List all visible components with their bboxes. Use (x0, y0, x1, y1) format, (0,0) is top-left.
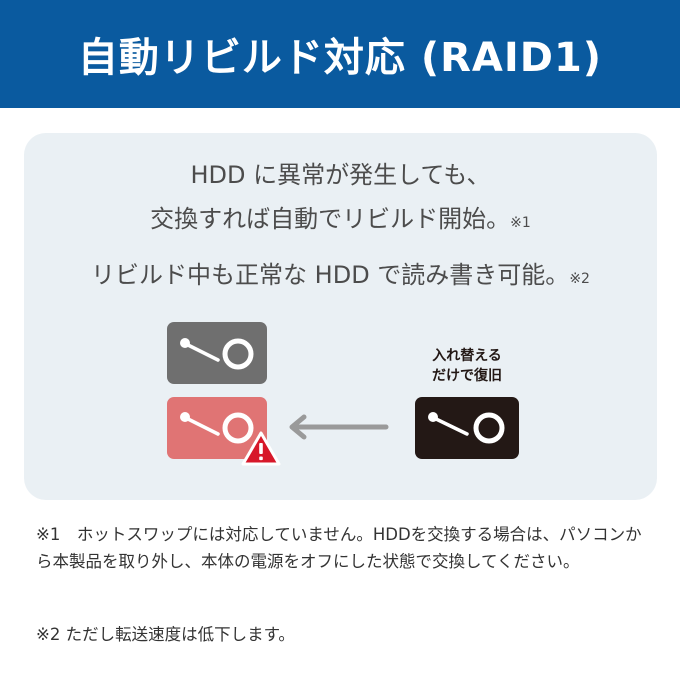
replace-caption: 入れ替える だけで復旧 (404, 346, 530, 386)
caption-line-2: だけで復旧 (432, 368, 502, 384)
page-title: 自動リビルド対応 (RAID1) (77, 35, 603, 81)
panel-line-2-text: 交換すれば自動でリビルド開始。 (150, 205, 511, 233)
info-panel: HDD に異常が発生しても、 交換すれば自動でリビルド開始。※1 リビルド中も正… (24, 133, 657, 500)
warning-icon (241, 431, 281, 466)
header-bar: 自動リビルド対応 (RAID1) (0, 0, 680, 108)
panel-line-2: 交換すれば自動でリビルド開始。※1 (24, 199, 657, 234)
panel-line-3: リビルド中も正常な HDD で読み書き可能。※2 (24, 255, 657, 290)
panel-line-3-text: リビルド中も正常な HDD で読み書き可能。 (91, 261, 570, 289)
note-mark-1: ※1 (510, 215, 531, 231)
hdd-icon (167, 322, 267, 384)
caption-line-1: 入れ替える (432, 348, 502, 364)
footnote-2: ※2 ただし転送速度は低下します。 (36, 625, 295, 644)
footnote-1: ※1 ホットスワップには対応していません。HDDを交換する場合は、パソコンから本… (36, 525, 642, 571)
note-mark-2: ※2 (569, 271, 590, 287)
hdd-new-icon (415, 397, 519, 459)
panel-line-1: HDD に異常が発生しても、 (190, 161, 491, 189)
arrow-left-icon (289, 414, 389, 440)
